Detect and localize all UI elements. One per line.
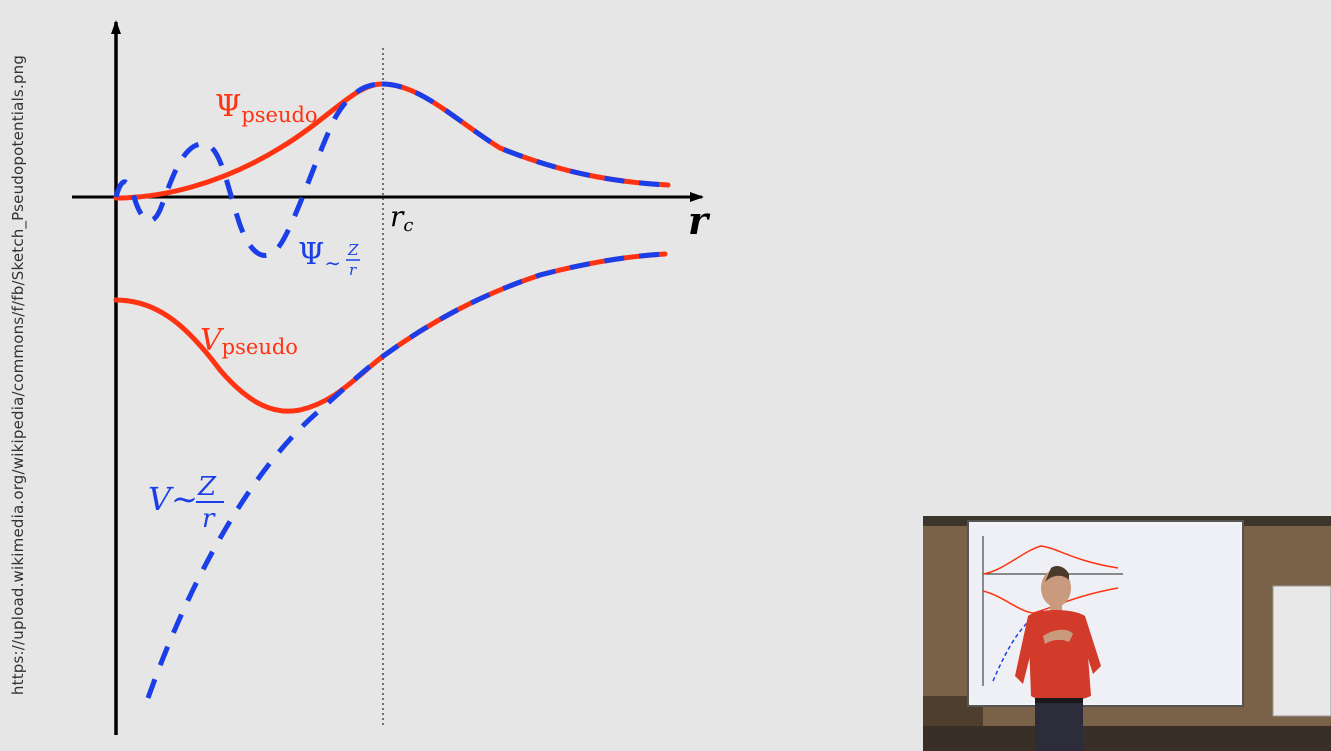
psi-pseudo-label: Ψpseudo <box>215 89 318 127</box>
psi-coulomb-frac-den: r <box>349 261 357 279</box>
r-axis-label: r <box>688 198 711 243</box>
v-pseudo-label: Vpseudo <box>200 323 298 359</box>
psi-coulomb-tail <box>381 81 669 188</box>
presenter-video-inset <box>923 516 1331 751</box>
psi-coulomb-curve <box>113 81 383 258</box>
v-coulomb-frac-den: r <box>202 504 216 534</box>
pseudopotential-diagram: Ψpseudo Ψ∼ Z r Vpseudo V∼ Z r rc r <box>72 20 711 735</box>
v-coulomb-frac-num: Z <box>197 472 217 502</box>
psi-coulomb-frac-num: Z <box>347 241 359 259</box>
v-coulomb-curve <box>145 251 666 699</box>
rc-label: rc <box>390 200 413 236</box>
v-coulomb-label: V∼ <box>148 480 198 518</box>
psi-coulomb-label: Ψ∼ <box>298 237 341 275</box>
psi-pseudo-curve <box>113 81 671 201</box>
v-pseudo-curve <box>113 251 668 414</box>
presenter-video-icon <box>923 516 1331 751</box>
